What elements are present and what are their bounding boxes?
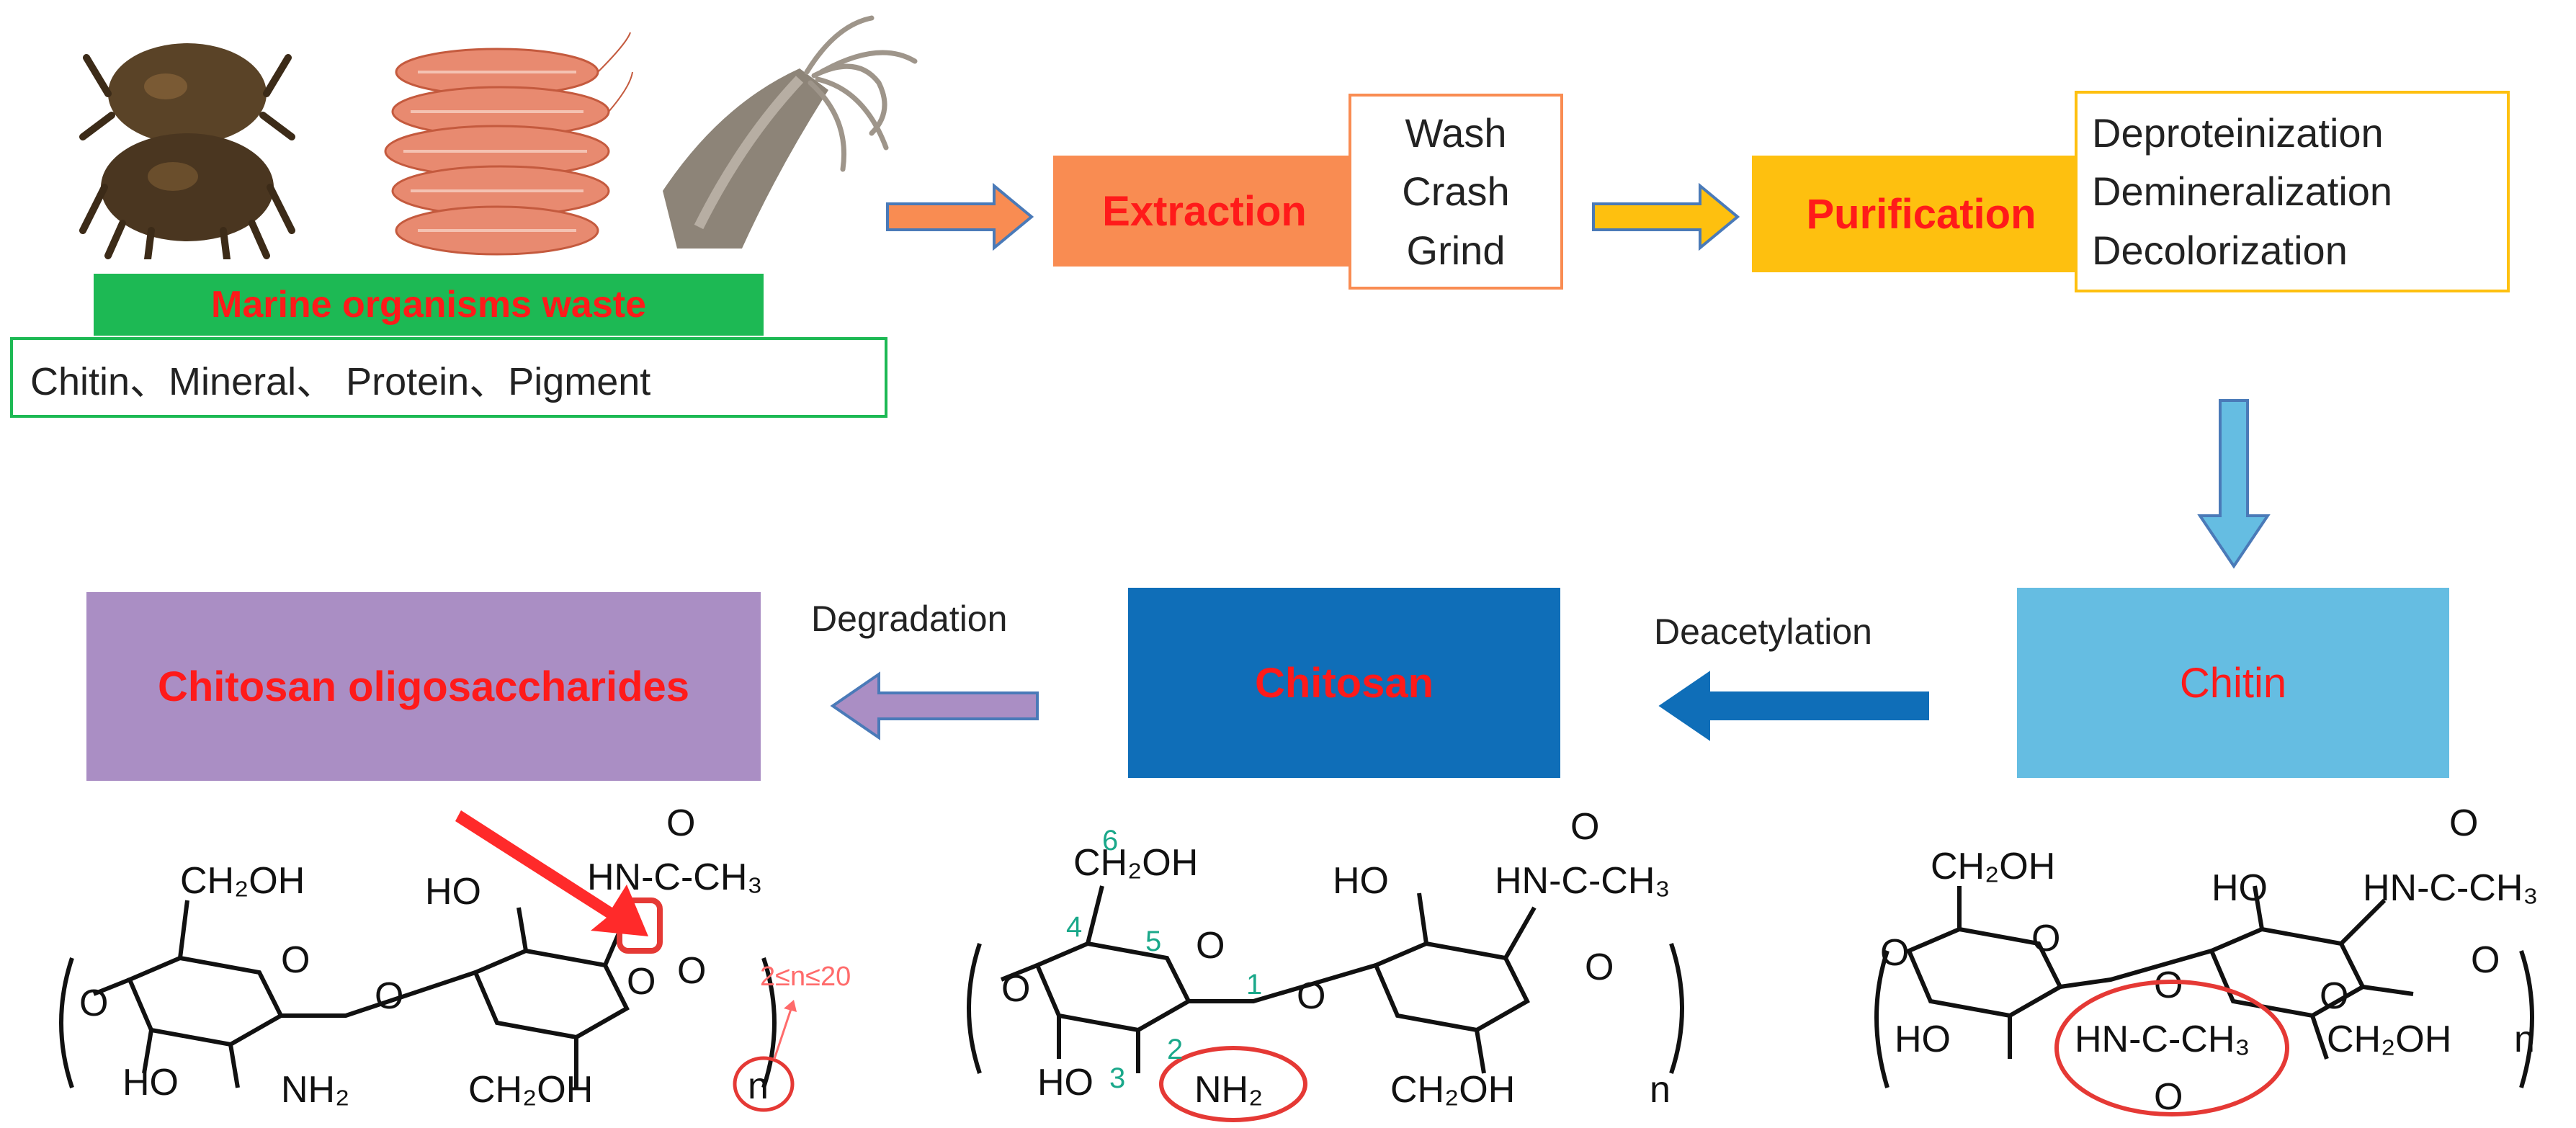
- cos-o-link: O: [375, 975, 403, 1017]
- extraction-step-grind: Grind: [1406, 227, 1506, 273]
- arrow-degradation: [830, 671, 1039, 740]
- chitin-acetyl-circle: [2054, 980, 2289, 1116]
- extraction-box: Extraction: [1053, 156, 1356, 267]
- chitosan-o-ring1: O: [1196, 925, 1225, 967]
- chitin-ho-bottom: HO: [1895, 1019, 1951, 1060]
- chitosan-num-4: 4: [1066, 911, 1082, 943]
- cos-nh2: NH₂: [281, 1069, 349, 1111]
- chitosan-num-3: 3: [1109, 1062, 1125, 1094]
- chitosan-nh2: NH₂: [1194, 1069, 1263, 1111]
- chitosan-num-2: 2: [1167, 1034, 1183, 1065]
- chitosan-o-left: O: [1001, 968, 1030, 1010]
- cos-n-circle: [733, 1056, 795, 1112]
- chitosan-o-link: O: [1297, 975, 1325, 1017]
- chitin-o-right: O: [2471, 939, 2500, 981]
- extraction-step-wash: Wash: [1405, 110, 1507, 156]
- cos-range: 2≤n≤20: [760, 962, 851, 992]
- cos-o-ring1: O: [281, 939, 310, 981]
- cos-o-right: O: [677, 950, 706, 992]
- chitosan-num-5: 5: [1145, 926, 1161, 957]
- cos-ch2oh: CH₂OH: [180, 860, 305, 902]
- cos-o-top: O: [666, 802, 695, 844]
- chitosan-num-1: 1: [1246, 969, 1262, 1001]
- chitin-o-link: O: [2154, 964, 2183, 1006]
- cos-range-pointer: [773, 1004, 794, 1060]
- purification-step-decolorization: Decolorization: [2092, 227, 2348, 273]
- chitin-o-ring1: O: [2031, 918, 2060, 959]
- shrimp-photo: [360, 29, 634, 267]
- chitin-o-top: O: [2449, 802, 2478, 844]
- marine-waste-label: Marine organisms waste: [94, 274, 764, 336]
- arrow-deacetylation: [1658, 671, 1929, 741]
- chitin-ch2oh: CH₂OH: [1931, 846, 2055, 887]
- chitin-box: Chitin: [2017, 588, 2449, 778]
- chitosan-n: n: [1650, 1069, 1671, 1111]
- cos-ch2oh-bottom: CH₂OH: [468, 1069, 593, 1111]
- chitin-ho-top: HO: [2211, 867, 2268, 909]
- chitin-hnc-bottom: HN-C-CH₃: [2075, 1019, 2250, 1060]
- chitin-ch2oh-bottom: CH₂OH: [2327, 1019, 2451, 1060]
- chitin-o-left: O: [1880, 932, 1909, 974]
- squid-photo: [634, 11, 922, 263]
- crab-photo: [79, 14, 295, 259]
- degradation-label: Degradation: [811, 599, 1008, 639]
- cos-structure: [59, 900, 777, 1088]
- purification-steps-box: Deproteinization Demineralization Decolo…: [2075, 91, 2510, 292]
- chitosan-label: Chitosan: [1254, 659, 1434, 707]
- extraction-step-crash: Crash: [1402, 169, 1510, 215]
- cos-ho-top: HO: [425, 871, 481, 913]
- arrow-down-to-chitin: [2197, 399, 2271, 569]
- cos-n: n: [748, 1065, 769, 1107]
- chitosan-num-6: 6: [1102, 825, 1118, 856]
- deacetylation-label: Deacetylation: [1654, 612, 1872, 652]
- components-box: Chitin、Mineral、 Protein、Pigment: [10, 337, 887, 418]
- chitosan-box: Chitosan: [1128, 588, 1560, 778]
- cos-label: Chitosan oligosaccharides: [157, 663, 690, 710]
- chitosan-ho-top: HO: [1333, 860, 1389, 902]
- chitosan-o-top: O: [1570, 806, 1599, 848]
- cos-box: Chitosan oligosaccharides: [86, 592, 761, 781]
- chitosan-structure: [967, 885, 1684, 1074]
- extraction-steps-box: Wash Crash Grind: [1349, 94, 1563, 290]
- chitosan-ch2oh: CH₂OH: [1073, 842, 1198, 884]
- purification-step-demineralization: Demineralization: [2092, 169, 2393, 215]
- cos-ho-bottom: HO: [122, 1062, 179, 1104]
- purification-box: Purification: [1752, 156, 2090, 272]
- cos-red-pointer: [455, 810, 648, 936]
- chitosan-ho-bottom: HO: [1037, 1062, 1094, 1104]
- components-text: Chitin、Mineral、 Protein、Pigment: [30, 359, 651, 403]
- chitin-structure: [1874, 885, 2534, 1088]
- chitin-o-bottom: O: [2154, 1076, 2183, 1118]
- chitosan-nh2-circle: [1159, 1046, 1307, 1122]
- extraction-label: Extraction: [1102, 187, 1307, 235]
- cos-o-ring2: O: [627, 961, 656, 1003]
- arrow-to-extraction: [886, 182, 1034, 251]
- chitin-n: n: [2514, 1019, 2535, 1060]
- chitosan-o-ring2: O: [1585, 946, 1614, 988]
- marine-waste-text: Marine organisms waste: [211, 284, 646, 326]
- chitin-o-ring2: O: [2320, 975, 2348, 1017]
- arrow-to-purification: [1592, 182, 1740, 251]
- cos-hnc: HN-C-CH₃: [587, 856, 763, 898]
- purification-label: Purification: [1806, 190, 2036, 238]
- chitin-hnc: HN-C-CH₃: [2363, 867, 2539, 909]
- cos-o-left: O: [79, 982, 108, 1024]
- chitosan-hnc: HN-C-CH₃: [1495, 860, 1671, 902]
- purification-step-deproteinization: Deproteinization: [2092, 110, 2384, 156]
- chitosan-ch2oh-bottom: CH₂OH: [1390, 1069, 1515, 1111]
- chitin-label: Chitin: [2179, 659, 2287, 707]
